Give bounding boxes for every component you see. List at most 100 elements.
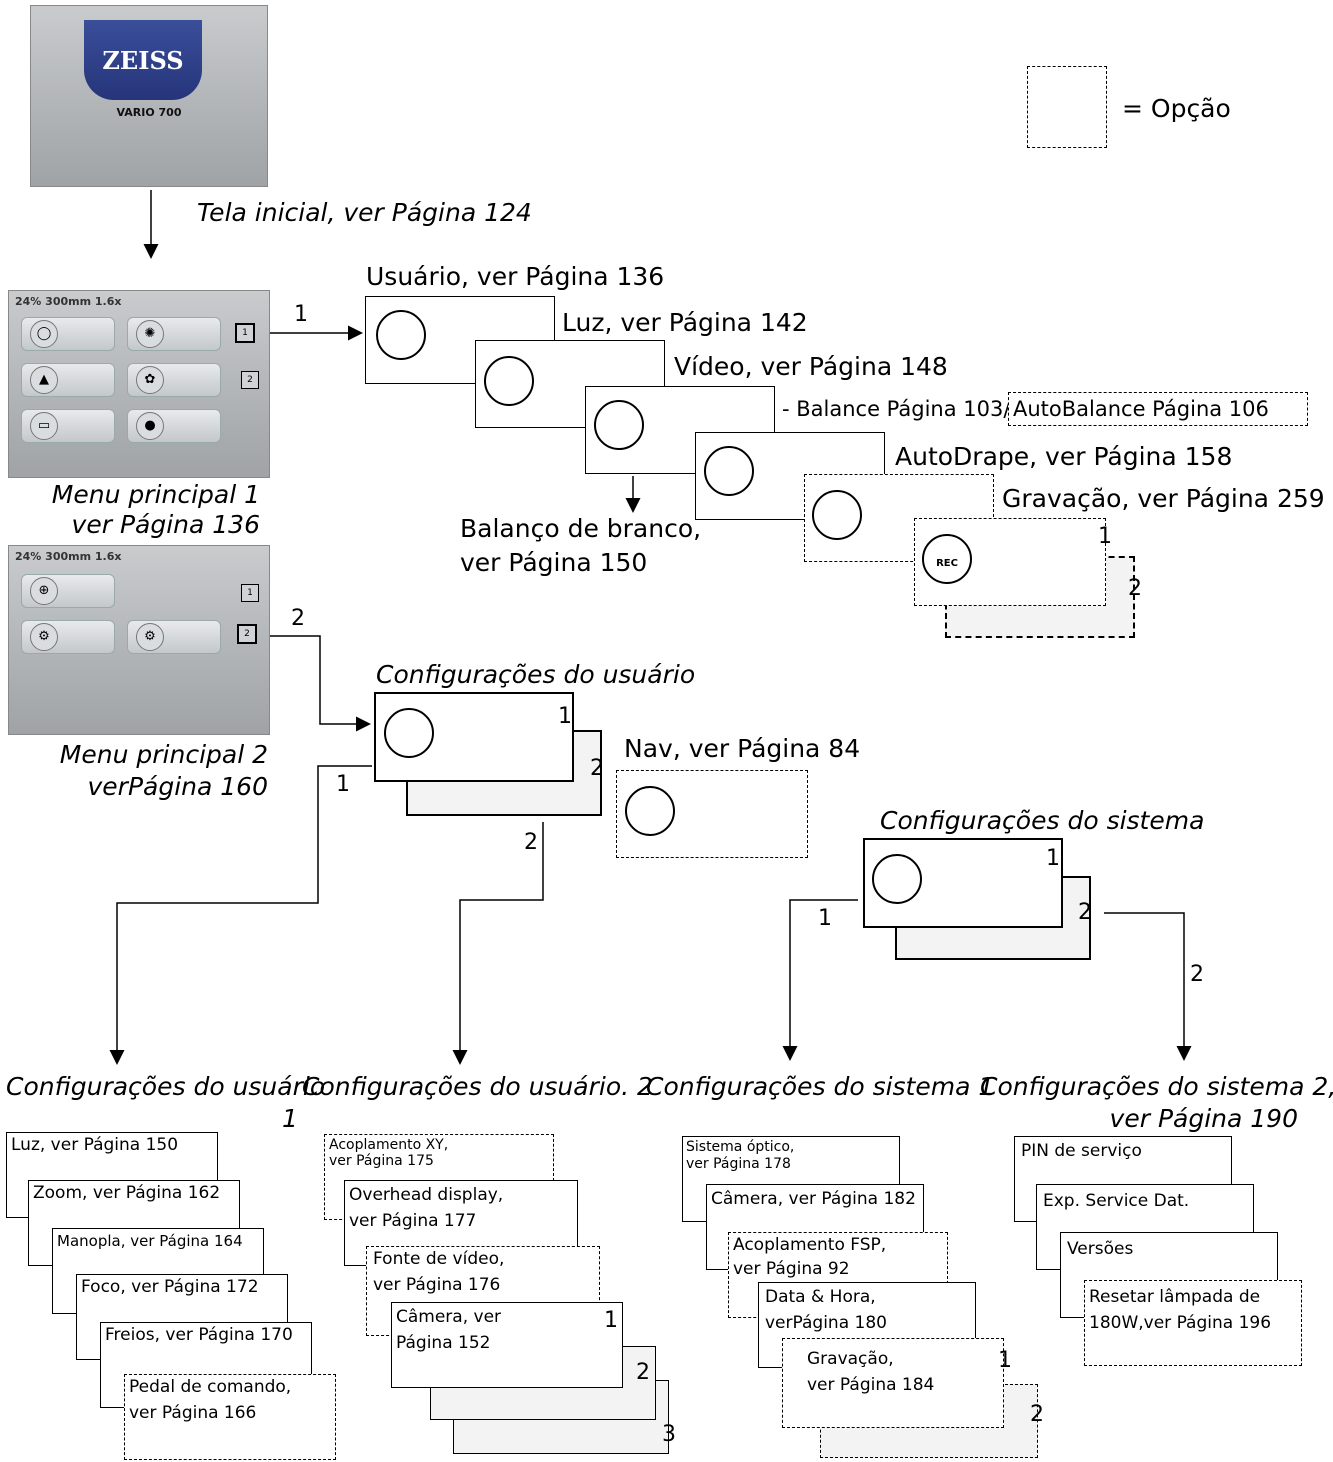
splash-screenshot: ZEISS VARIO 700 (30, 5, 268, 187)
user-head-icon (376, 310, 426, 360)
edge-label-menu2: 2 (291, 606, 305, 631)
col-sys2-title-line1: Configurações do sistema 2, (980, 1072, 1298, 1102)
menu1-caption-line2: ver Página 136 (40, 510, 260, 540)
video-camera-icon (594, 400, 644, 450)
col2-xy-line2: ver Página 175 (329, 1153, 434, 1169)
col1-zoom-label: Zoom, ver Página 162 (33, 1183, 220, 1204)
label-usuario: Usuário, ver Página 136 (366, 262, 664, 292)
col4-reset-line2: 180W,ver Página 196 (1089, 1313, 1271, 1334)
col2-fonte-line1: Fonte de vídeo, (373, 1249, 504, 1270)
col3-optico-line1: Sistema óptico, (686, 1139, 794, 1155)
col2-page2: 2 (636, 1360, 650, 1385)
rec-page-2: 2 (1128, 576, 1142, 601)
nav-label: Nav, ver Página 84 (624, 734, 860, 764)
rec-page-1: 1 (1098, 524, 1112, 549)
col2-overhead-line1: Overhead display, (349, 1185, 503, 1206)
menu1-tab-2[interactable]: 2 (241, 371, 259, 389)
card-col3-gravacao[interactable]: Gravação, ver Página 184 (782, 1338, 1004, 1428)
col1-foco-label: Foco, ver Página 172 (81, 1277, 259, 1298)
col3-grav-line1: Gravação, (807, 1349, 894, 1370)
fan-icon (812, 490, 862, 540)
col1-pedal-line1: Pedal de comando, (129, 1377, 291, 1398)
user-settings-title: Configurações do usuário (376, 660, 695, 690)
label-balance: - Balance Página 103/ (782, 396, 1010, 422)
label-video: Vídeo, ver Página 148 (674, 352, 948, 382)
menu2-caption-line2: verPágina 160 (40, 772, 268, 802)
col1-freios-label: Freios, ver Página 170 (105, 1325, 293, 1346)
menu2-btn-sys-settings[interactable]: ⚙ (127, 620, 221, 654)
col2-page3: 3 (662, 1422, 676, 1447)
col4-pin-label: PIN de serviço (1021, 1141, 1142, 1162)
brand-text: ZEISS (84, 46, 202, 75)
system-settings-page1: 1 (1046, 846, 1060, 871)
col4-versoes-label: Versões (1067, 1239, 1133, 1260)
zeiss-logo: ZEISS (84, 20, 202, 100)
menu1-btn-light[interactable]: ✺ (127, 317, 221, 351)
menu2-status: 24% 300mm 1.6x (15, 550, 121, 563)
col4-reset-line1: Resetar lâmpada de (1089, 1287, 1260, 1308)
light-bulb-icon (484, 356, 534, 406)
card-col2-camera[interactable]: Câmera, ver Página 152 (391, 1302, 623, 1388)
col3-fsp-line1: Acoplamento FSP, (733, 1235, 886, 1256)
arrow-user-to-col1 (117, 766, 372, 1062)
col3-page1: 1 (998, 1348, 1012, 1373)
col3-optico-line2: ver Página 178 (686, 1156, 791, 1172)
menu2-btn-nav[interactable]: ⊕ (21, 574, 115, 608)
col2-camera-line2: Página 152 (396, 1333, 490, 1354)
menu2-tab-1[interactable]: 1 (241, 584, 259, 602)
nav-crosshair-icon (625, 786, 675, 836)
edge-label-sys-right: 2 (1190, 962, 1204, 987)
menu1-screenshot: 24% 300mm 1.6x ◯ ✺ ▲ ✿ ▭ ● 1 2 (8, 290, 270, 478)
col2-fonte-line2: ver Página 176 (373, 1275, 500, 1296)
menu1-btn-user[interactable]: ◯ (21, 317, 115, 351)
edge-label-sys-left: 1 (818, 906, 832, 931)
col2-camera-line1: Câmera, ver (396, 1307, 501, 1328)
arrow-menu2-to-user-settings (270, 636, 368, 724)
model-text: VARIO 700 (31, 106, 267, 119)
menu2-tab-2[interactable]: 2 (237, 624, 257, 644)
menu2-btn-user-settings[interactable]: ⚙ (21, 620, 115, 654)
menu2-screenshot: 24% 300mm 1.6x ⊕ ⚙ ⚙ 1 2 (8, 545, 270, 735)
col3-grav-line2: ver Página 184 (807, 1375, 934, 1396)
menu1-btn-drape[interactable]: ▲ (21, 363, 115, 397)
card-col1-pedal[interactable]: Pedal de comando, ver Página 166 (124, 1374, 336, 1460)
menu1-status: 24% 300mm 1.6x (15, 295, 121, 308)
balanco-line1: Balanço de branco, (460, 514, 701, 544)
card-col4-reset[interactable]: Resetar lâmpada de 180W,ver Página 196 (1084, 1280, 1302, 1366)
col3-page2: 2 (1030, 1402, 1044, 1427)
label-gravacao: Gravação, ver Página 259 (1002, 484, 1325, 514)
edge-label-user-left: 1 (336, 772, 350, 797)
col-user1-title: Configurações do usuário (6, 1072, 325, 1102)
col1-luz-label: Luz, ver Página 150 (11, 1135, 178, 1156)
col1-manopla-label: Manopla, ver Página 164 (57, 1233, 243, 1250)
arrow-sys-to-col2 (1104, 913, 1184, 1058)
edge-label-user-right: 2 (524, 830, 538, 855)
col1-pedal-line2: ver Página 166 (129, 1403, 256, 1424)
menu1-btn-fan[interactable]: ✿ (127, 363, 221, 397)
col2-page1: 1 (604, 1308, 618, 1333)
edge-label-menu1: 1 (294, 302, 308, 327)
menu1-btn-video[interactable]: ▭ (21, 409, 115, 443)
label-luz: Luz, ver Página 142 (562, 308, 808, 338)
balanco-line2: ver Página 150 (460, 548, 647, 578)
label-autodrape: AutoDrape, ver Página 158 (895, 442, 1232, 472)
user-settings-page1: 1 (558, 704, 572, 729)
menu1-tab-1[interactable]: 1 (235, 323, 255, 343)
col-user2-title: Configurações do usuário. 2 (302, 1072, 653, 1102)
col-sys2-title-line2: ver Página 190 (980, 1104, 1298, 1134)
col3-data-line1: Data & Hora, (765, 1287, 876, 1308)
rec-icon: REC (922, 534, 972, 584)
user-settings-page2-num: 2 (590, 756, 604, 781)
menu1-caption-line1: Menu principal 1 (40, 480, 260, 510)
menu2-caption-line1: Menu principal 2 (40, 740, 268, 770)
splash-caption: Tela inicial, ver Página 124 (197, 198, 532, 228)
col4-exp-label: Exp. Service Dat. (1043, 1191, 1189, 1212)
menu1-btn-rec[interactable]: ● (127, 409, 221, 443)
col-user1-title-line2: 1 (282, 1104, 298, 1134)
user-gear-icon (384, 708, 434, 758)
rec-text: REC (924, 558, 970, 569)
col3-camera-label: Câmera, ver Página 182 (711, 1189, 916, 1210)
drape-icon (704, 446, 754, 496)
col3-data-line2: verPágina 180 (765, 1313, 887, 1334)
col2-overhead-line2: ver Página 177 (349, 1211, 476, 1232)
